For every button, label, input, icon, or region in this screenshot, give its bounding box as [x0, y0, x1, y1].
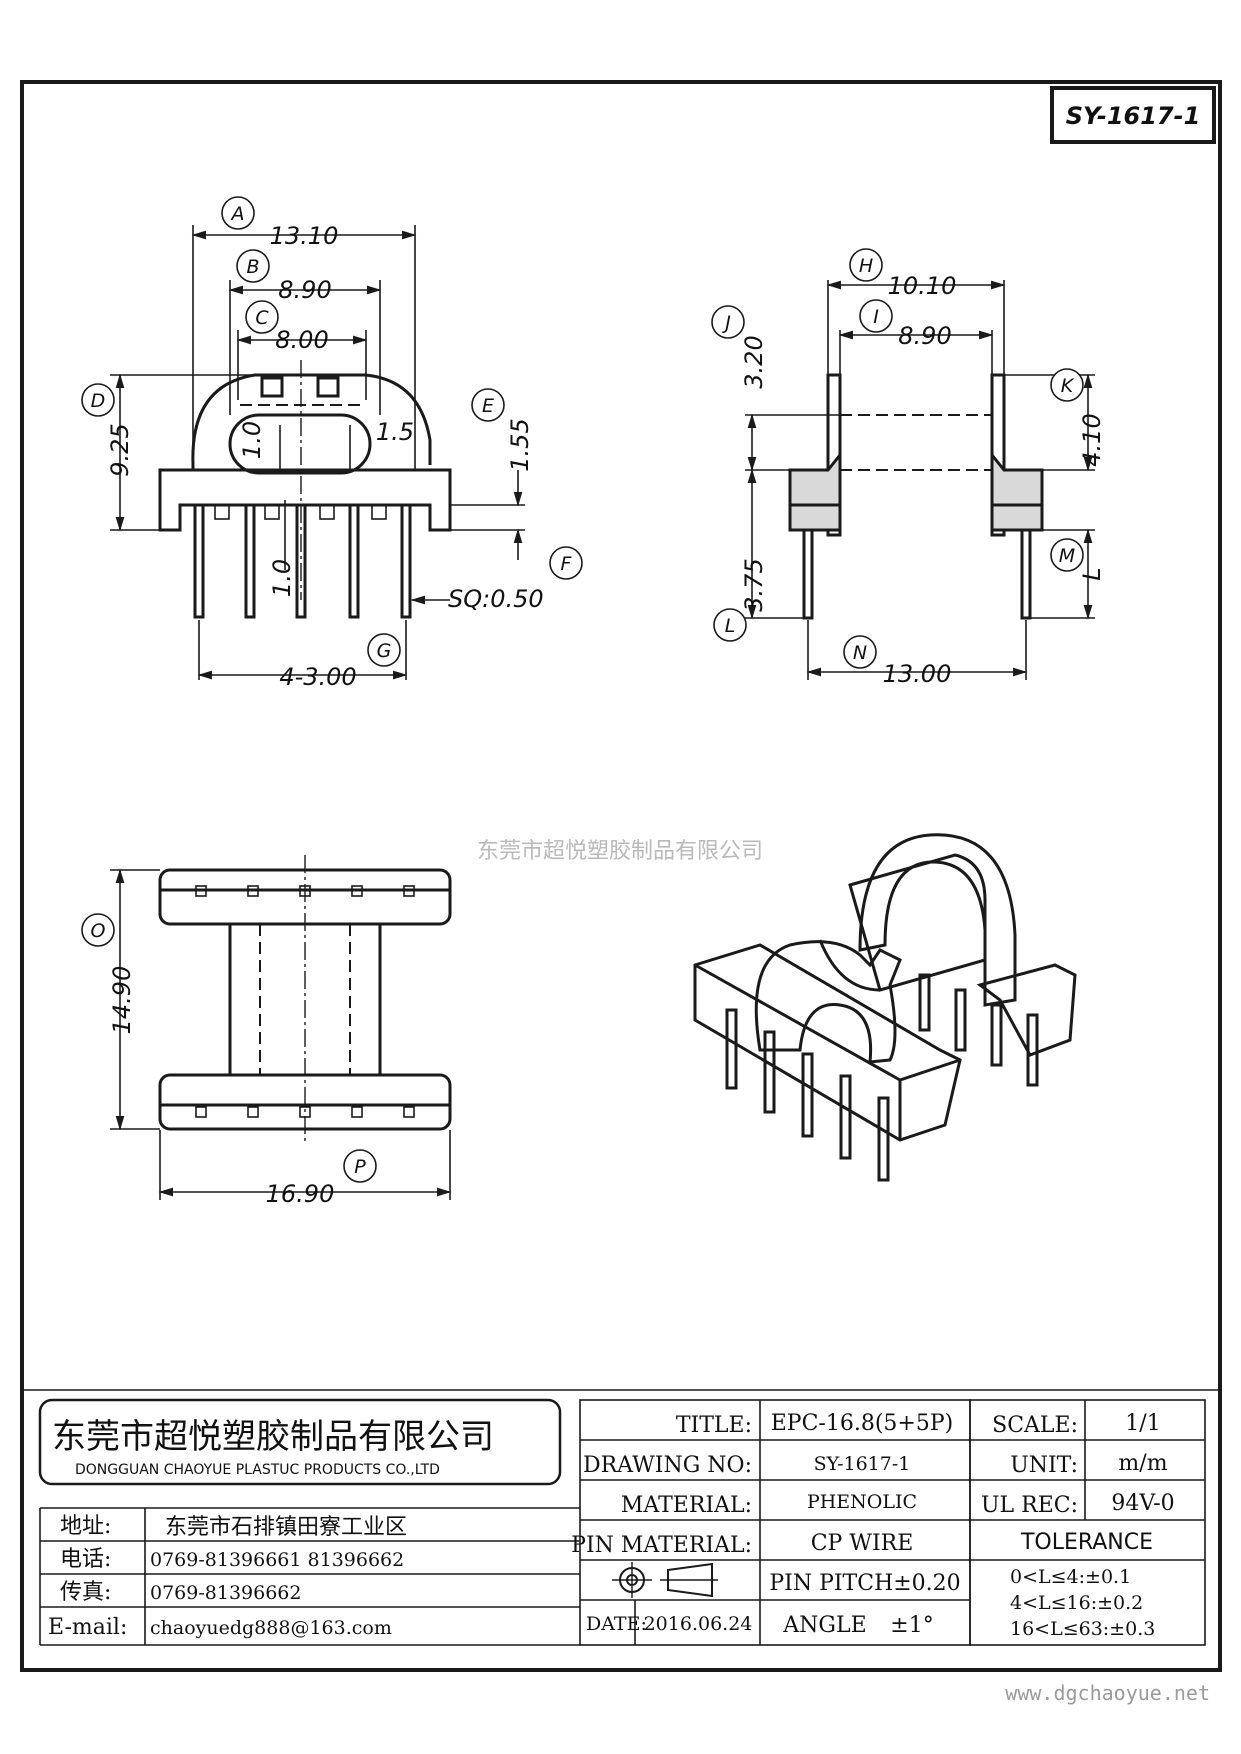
unit-label: UNIT: — [1010, 1453, 1078, 1478]
front-view: A 13.10 B 8.90 C 8.00 D 9.25 E 1.55 F SQ… — [81, 196, 583, 691]
dim-P-value: 16.90 — [266, 1180, 335, 1208]
svg-text:J: J — [721, 312, 731, 334]
dim-H-value: 10.10 — [888, 272, 957, 300]
dim-label-L: L — [713, 608, 747, 642]
dim-inner-1-0-a: 1.0 — [238, 421, 266, 459]
dim-I-value: 8.90 — [898, 322, 951, 350]
dim-M-value: L — [1078, 567, 1106, 580]
date-label: DATE: — [586, 1613, 647, 1635]
website-text: www.dgchaoyue.net — [1005, 1681, 1210, 1705]
dim-F-value: SQ:0.50 — [448, 585, 544, 613]
dim-label-A: A — [221, 196, 255, 230]
svg-text:D: D — [91, 390, 106, 412]
projection-symbol-icon — [612, 1562, 718, 1598]
ul-rec-label: UL REC: — [981, 1493, 1078, 1518]
dim-label-F: F — [549, 546, 583, 580]
scale-value: 1/1 — [1125, 1411, 1160, 1436]
svg-text:K: K — [1061, 375, 1075, 397]
dim-N-value: 13.00 — [883, 660, 952, 688]
tolerance-label: TOLERANCE — [1020, 1530, 1153, 1555]
svg-text:N: N — [853, 642, 867, 664]
svg-text:F: F — [561, 553, 573, 575]
drawing-number-tag-text: SY-1617-1 — [1066, 102, 1201, 130]
pin-pitch: PIN PITCH±0.20 — [769, 1571, 960, 1596]
svg-text:E: E — [482, 395, 494, 417]
pin-material-value: CP WIRE — [811, 1531, 914, 1556]
angle-value: ±1° — [890, 1613, 933, 1638]
dim-label-D: D — [81, 383, 115, 417]
material-value: PHENOLIC — [807, 1491, 917, 1513]
side-view: H 10.10 I 8.90 J 3.20 K 4.10 L 3.75 M L … — [711, 248, 1106, 688]
watermark-text: 东莞市超悦塑胶制品有限公司 — [477, 839, 763, 864]
company-name-cn: 东莞市超悦塑胶制品有限公司 — [52, 1417, 494, 1457]
title-label: TITLE: — [676, 1413, 752, 1438]
pin-material-label: PIN MATERIAL: — [571, 1533, 752, 1558]
dim-K-value: 4.10 — [1078, 413, 1106, 466]
dim-J-value: 3.20 — [740, 335, 768, 388]
dim-label-G: G — [367, 633, 401, 667]
email-label: E-mail: — [48, 1615, 127, 1640]
dim-label-E: E — [471, 388, 505, 422]
dim-label-H: H — [849, 248, 883, 282]
fax-label: 传真: — [60, 1580, 111, 1605]
dim-label-J: J — [711, 305, 745, 339]
dim-label-I: I — [859, 299, 893, 333]
svg-text:A: A — [230, 203, 245, 225]
dim-D-value: 9.25 — [106, 423, 134, 476]
tolerance-row-2: 4<L≤16:±0.2 — [1010, 1592, 1143, 1614]
title-value: EPC-16.8(5+5P) — [771, 1411, 954, 1436]
company-name-en: DONGGUAN CHAOYUE PLASTUC PRODUCTS CO.,LT… — [75, 1462, 440, 1478]
dim-A-value: 13.10 — [270, 222, 339, 250]
isometric-view — [693, 833, 1077, 1182]
address-value: 东莞市石排镇田寮工业区 — [165, 1515, 407, 1540]
svg-text:H: H — [859, 255, 873, 277]
phone-value: 0769-81396661 81396662 — [150, 1549, 404, 1571]
dim-O-value: 14.90 — [108, 966, 136, 1035]
scale-label: SCALE: — [992, 1413, 1078, 1438]
address-label: 地址: — [60, 1514, 111, 1539]
svg-text:M: M — [1059, 545, 1075, 567]
svg-text:O: O — [91, 920, 106, 942]
angle-label: ANGLE — [782, 1613, 866, 1638]
dim-E-value: 1.55 — [506, 418, 534, 471]
email-value: chaoyuedg888@163.com — [150, 1617, 392, 1639]
drawing-no-label: DRAWING NO: — [583, 1453, 752, 1478]
material-label: MATERIAL: — [621, 1493, 752, 1518]
dim-label-N: N — [843, 635, 877, 669]
svg-text:I: I — [873, 306, 879, 328]
svg-text:C: C — [255, 307, 269, 329]
dim-label-B: B — [236, 249, 270, 283]
dim-inner-1-5: 1.5 — [376, 418, 414, 446]
dim-L-value: 3.75 — [740, 558, 768, 611]
tolerance-row-1: 0<L≤4:±0.1 — [1010, 1566, 1131, 1588]
tolerance-row-3: 16<L≤63:±0.3 — [1010, 1618, 1155, 1640]
dim-label-C: C — [245, 300, 279, 334]
svg-text:P: P — [354, 1156, 366, 1178]
phone-label: 电话: — [60, 1547, 111, 1572]
date-value: 2016.06.24 — [644, 1613, 753, 1635]
dim-G-value: 4-3.00 — [279, 663, 356, 691]
svg-text:L: L — [725, 615, 736, 637]
dim-C-value: 8.00 — [275, 326, 328, 354]
dim-label-M: M — [1050, 538, 1084, 572]
unit-value: m/m — [1118, 1451, 1167, 1476]
dim-inner-1-0-b: 1.0 — [268, 559, 296, 597]
title-block: 东莞市超悦塑胶制品有限公司 DONGGUAN CHAOYUE PLASTUC P… — [22, 1389, 1220, 1646]
ul-rec-value: 94V-0 — [1111, 1491, 1174, 1516]
fax-value: 0769-81396662 — [150, 1582, 301, 1604]
svg-text:B: B — [246, 256, 259, 278]
drawing-number-tag: SY-1617-1 — [1050, 86, 1216, 144]
top-view: O 14.90 P 16.90 — [81, 855, 452, 1208]
dim-B-value: 8.90 — [278, 276, 331, 304]
dim-label-K: K — [1050, 368, 1084, 402]
dim-label-O: O — [81, 913, 115, 947]
dim-label-P: P — [343, 1149, 377, 1183]
svg-text:G: G — [377, 640, 392, 662]
drawing-no-value: SY-1617-1 — [814, 1453, 911, 1475]
drawing-border — [20, 80, 1222, 1672]
